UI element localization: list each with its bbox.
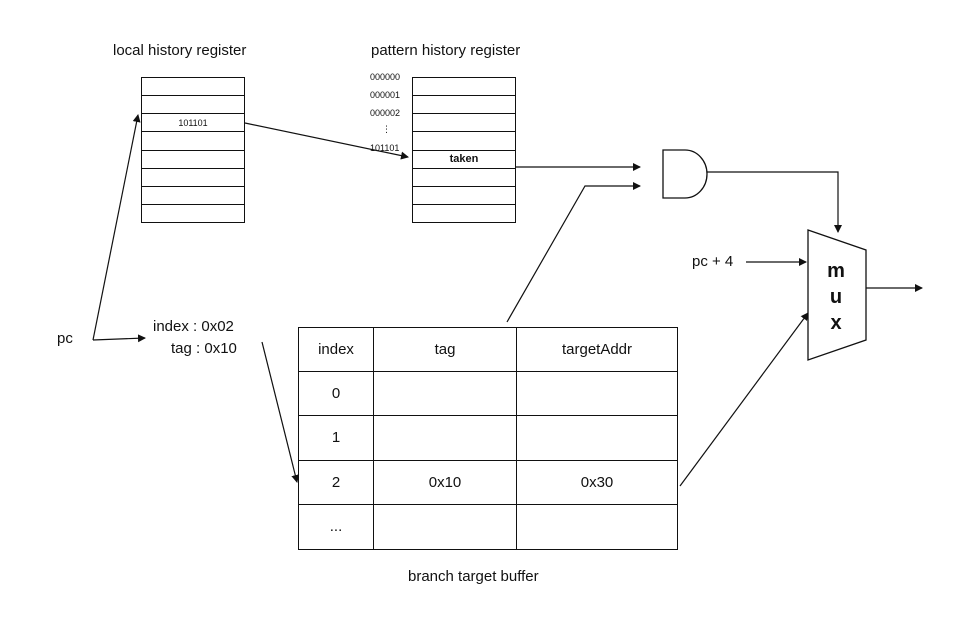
- tag-to-btb-arrow: [261, 341, 300, 483]
- phr-index-label: 000002: [370, 108, 401, 118]
- phr-row: [413, 96, 515, 115]
- lhr-row: [142, 151, 244, 169]
- btb-cell: ...: [299, 504, 374, 549]
- btb-header-cell: tag: [374, 328, 517, 373]
- branch-target-buffer-table: index tag targetAddr 0 1 2 0x10 0x30 ...: [298, 327, 678, 550]
- pc-label: pc: [57, 330, 73, 347]
- mux-letter: x: [830, 312, 842, 334]
- btb-cell: 0x30: [517, 461, 677, 505]
- btb-cell: 1: [299, 416, 374, 461]
- index-label: index : 0x02: [153, 318, 234, 335]
- btb-header-cell: targetAddr: [517, 328, 677, 373]
- phr-row: [413, 187, 515, 205]
- phr-index-label: 000001: [370, 90, 401, 100]
- lhr-row: [142, 132, 244, 151]
- btb-to-and-arrow: [506, 182, 641, 323]
- lhr-row: [142, 169, 244, 187]
- phr-row: [413, 114, 515, 133]
- lhr-row: [142, 96, 244, 115]
- btb-cell: 0: [299, 372, 374, 417]
- pc-to-lhr-arrow: [92, 114, 141, 341]
- tag-label: tag : 0x10: [171, 340, 237, 357]
- btb-cell: [374, 416, 517, 461]
- btb-caption: branch target buffer: [408, 568, 539, 585]
- lhr-row: [142, 205, 244, 222]
- btb-cell: 0x10: [374, 460, 517, 505]
- btb-cell: [517, 505, 677, 549]
- btb-cell: [374, 372, 517, 417]
- btb-cell: [374, 504, 517, 549]
- mux-label: m u x: [818, 258, 854, 336]
- btb-cell: [517, 372, 677, 417]
- btb-cell: [517, 416, 677, 461]
- local-history-register: 101101: [141, 77, 245, 223]
- phr-index-label: 101101: [370, 143, 400, 153]
- phr-row-taken: taken: [413, 151, 515, 169]
- phr-row: [413, 205, 515, 222]
- and-gate: [662, 149, 708, 199]
- mux-body: [807, 229, 867, 361]
- phr-row: [413, 169, 515, 187]
- phr-index-label: ⋮: [382, 124, 391, 134]
- mux-letter: m: [827, 260, 845, 282]
- phr-row: [413, 78, 515, 97]
- phr-index-label: 000000: [370, 72, 401, 82]
- pc-to-index-arrow: [92, 334, 146, 343]
- lhr-row: [142, 187, 244, 205]
- phr-row: [413, 132, 515, 151]
- mux-letter: u: [829, 286, 843, 308]
- lhr-row: 101101: [142, 114, 244, 133]
- lhr-to-phr-arrow: [244, 122, 409, 160]
- and-to-mux-arrow: [707, 171, 842, 233]
- lhr-row: [142, 78, 244, 97]
- pc-plus-4-label: pc + 4: [692, 253, 734, 270]
- lhr-title: local history register: [113, 42, 247, 59]
- target-to-mux-arrow: [679, 312, 809, 487]
- phr-title: pattern history register: [371, 42, 521, 59]
- btb-header-cell: index: [299, 328, 374, 373]
- btb-cell: 2: [299, 460, 374, 505]
- pattern-history-register: taken: [412, 77, 516, 223]
